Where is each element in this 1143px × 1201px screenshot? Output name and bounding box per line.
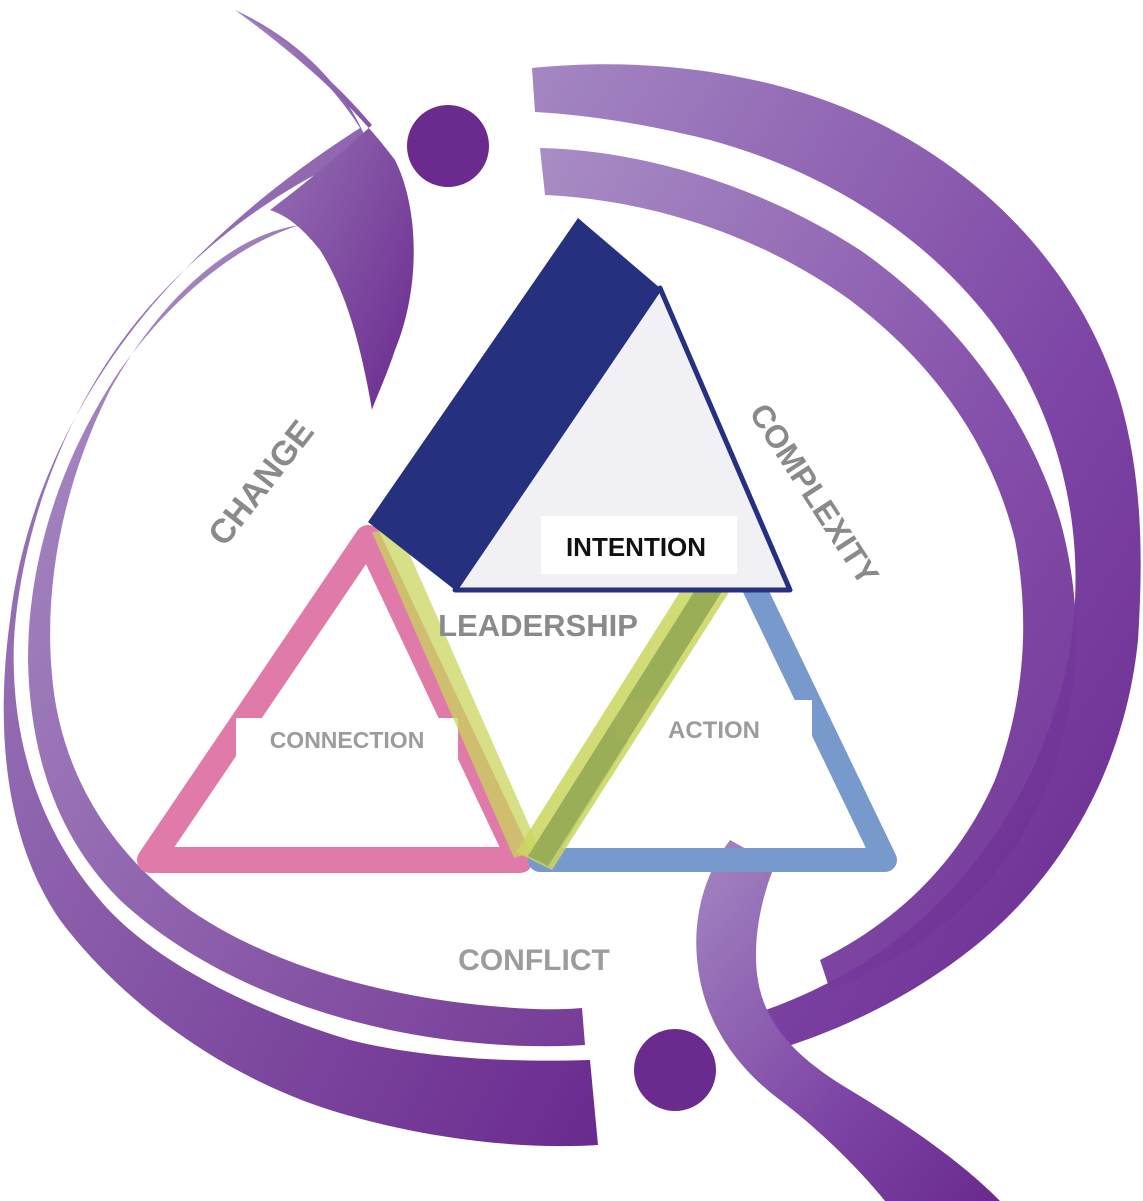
intention-prism-side: [368, 218, 660, 590]
intention-prism-face: [452, 285, 793, 593]
conflict-label: CONFLICT: [458, 944, 610, 977]
leadership-label: LEADERSHIP: [438, 608, 638, 643]
connection-label: CONNECTION: [270, 727, 425, 753]
right-olive-band: [528, 575, 728, 866]
left-head: [407, 105, 489, 187]
connection-triangle: [137, 525, 533, 873]
right-arm: [696, 840, 1000, 1201]
left-arm: [235, 10, 414, 410]
intention-prism: [368, 218, 793, 593]
top-inner-arc: [540, 148, 1077, 990]
intention-label-box: [541, 516, 737, 574]
leadership-bands: [372, 528, 740, 870]
intention-label: INTENTION: [566, 532, 706, 562]
right-head: [634, 1029, 716, 1111]
top-outer-arc: [532, 64, 1141, 1060]
change-label: CHANGE: [201, 413, 322, 553]
left-figure: [3, 10, 598, 1147]
connection-label-box: [236, 718, 458, 760]
connection-triangle-frame: [137, 525, 533, 873]
left-green-band: [372, 528, 540, 858]
action-label: ACTION: [668, 717, 760, 744]
right-figure: [532, 64, 1141, 1201]
